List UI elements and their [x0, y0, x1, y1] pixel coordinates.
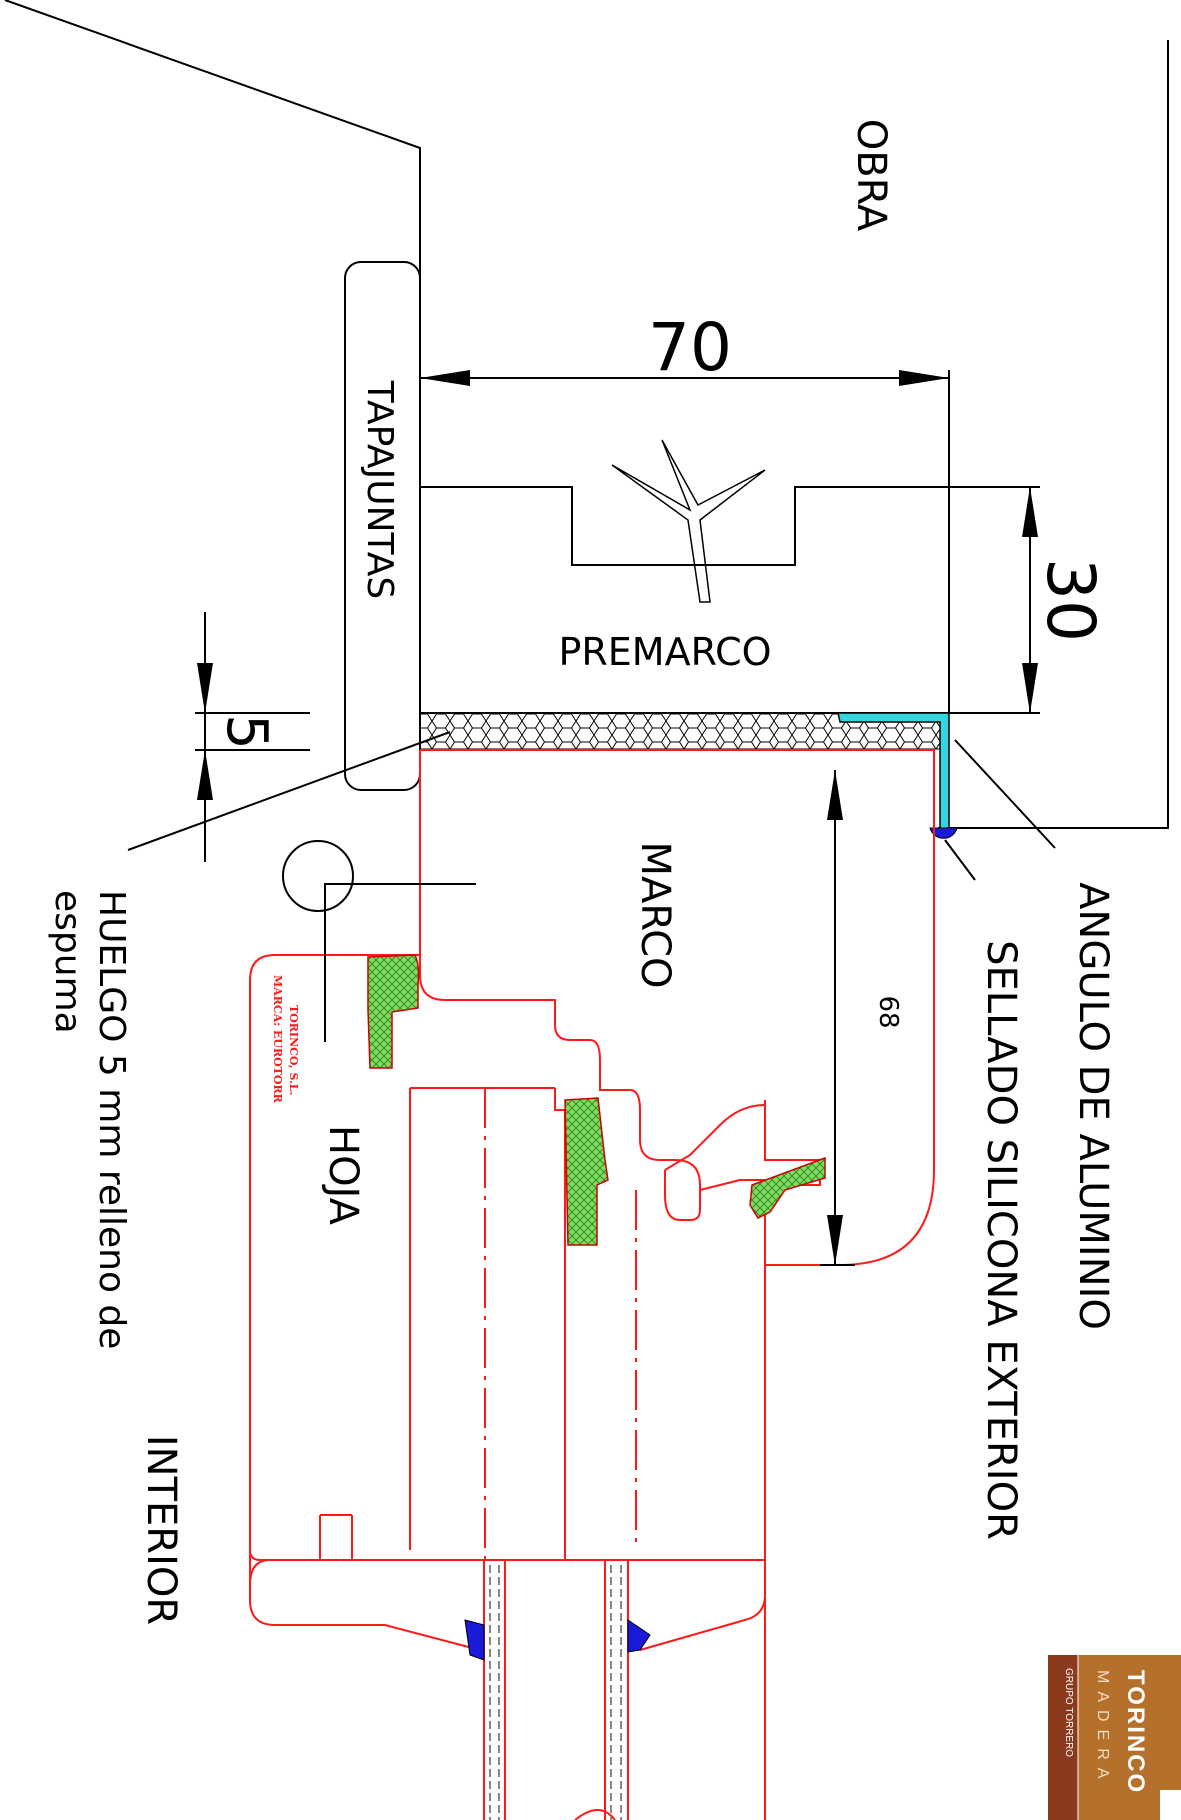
dimension-70: 70	[420, 309, 949, 386]
dim-30-text: 30	[1032, 558, 1109, 642]
leader-sellado	[944, 839, 976, 881]
detail-circle	[282, 840, 354, 912]
leader-huelgo	[127, 731, 451, 851]
hoja-profile	[249, 954, 766, 1820]
label-interior: INTERIOR	[138, 1435, 184, 1625]
stamp-line1: TORINCO, S.L.	[287, 1005, 300, 1095]
glazing-seal-left	[464, 1619, 485, 1661]
dimension-30: 30	[949, 486, 1109, 714]
dim-70-text: 70	[648, 309, 732, 386]
gasket-2	[564, 1097, 609, 1246]
torinco-logo: TORINCO MADERA GRUPO TORRERO	[1048, 1655, 1181, 1820]
label-angulo-aluminio: ANGULO DE ALUMINIO	[1070, 882, 1116, 1330]
dim-68-text: 68	[873, 995, 903, 1028]
glazing-seal-right	[627, 1619, 651, 1653]
logo-sub: MADERA	[1094, 1670, 1111, 1786]
dimension-5: 5	[195, 612, 310, 862]
obra-wall	[4, 0, 1169, 829]
logo-brand: TORINCO	[1122, 1670, 1149, 1794]
premarco-arrow-mark	[611, 439, 766, 603]
label-hoja: HOJA	[320, 1125, 366, 1226]
label-marco: MARCO	[632, 841, 678, 988]
gasket-1	[367, 954, 420, 1069]
label-tapajuntas: TAPAJUNTAS	[359, 380, 400, 599]
tapajuntas-profile	[344, 261, 421, 791]
label-huelgo-line1: HUELGO 5 mm relleno de	[91, 890, 132, 1349]
label-obra: OBRA	[848, 119, 894, 232]
logo-mark-icon	[1160, 1790, 1181, 1820]
label-premarco: PREMARCO	[558, 630, 771, 674]
stamp-line2: MARCA: EUROTORR	[271, 975, 284, 1104]
leader-angulo	[954, 739, 1056, 849]
gasket-3	[749, 1156, 826, 1219]
dimension-68: 68	[820, 770, 903, 1266]
label-huelgo-line2: espuma	[47, 890, 88, 1034]
silicone-bead	[929, 827, 958, 839]
label-sellado-silicona: SELLADO SILICONA EXTERIOR	[978, 940, 1024, 1540]
logo-group: GRUPO TORRERO	[1063, 1668, 1074, 1757]
dim-5-text: 5	[214, 714, 279, 750]
